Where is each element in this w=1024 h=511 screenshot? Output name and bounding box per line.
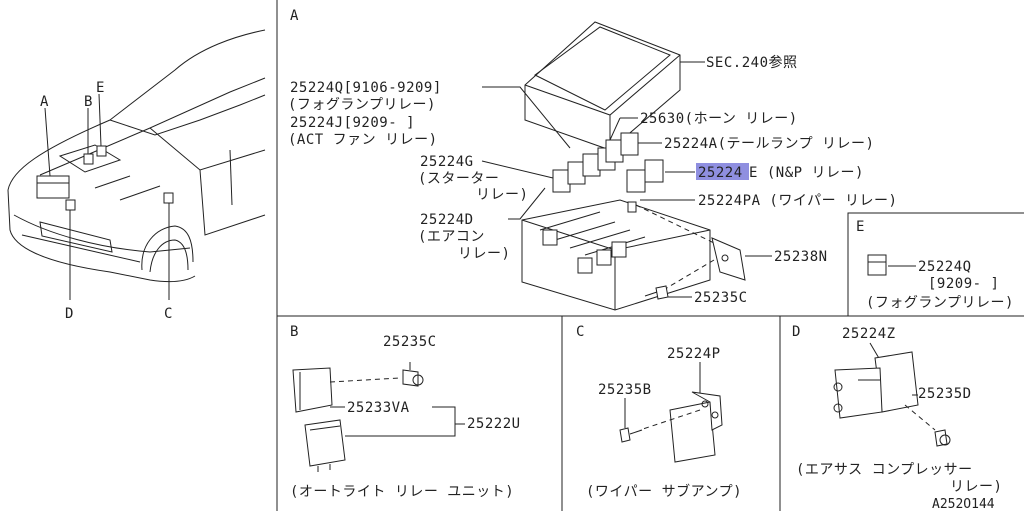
caption-air-suspension-relay-2: リレー)	[950, 479, 1002, 495]
callout-e: E	[96, 80, 105, 96]
panel-b-title: B	[290, 324, 299, 340]
relay-cluster	[542, 132, 664, 274]
label-25224z: 25224Z	[842, 326, 896, 342]
label-25238n: 25238N	[774, 249, 828, 265]
bracket-25238n	[711, 237, 746, 281]
callout-d: D	[65, 306, 74, 322]
panel-a: A SEC.240参照	[288, 8, 897, 311]
relay-25224q	[867, 254, 887, 276]
car-callouts: A B E D C	[40, 80, 173, 322]
screw-25235c	[644, 285, 692, 300]
label-25224d-name1: (エアコン	[418, 229, 485, 245]
label-25224e-number: 25224	[698, 165, 743, 181]
label-25235c-b: 25235C	[383, 334, 437, 350]
highlight-25224e	[696, 163, 749, 180]
label-25235b: 25235B	[598, 382, 652, 398]
bracket-25233va	[292, 367, 333, 413]
panel-borders	[276, 0, 1024, 511]
label-25222u: 25222U	[467, 416, 521, 432]
panel-c: C 25224P 25235B (ワイパー サブアンプ)	[576, 324, 742, 500]
callout-a: A	[40, 94, 49, 110]
label-25224g: 25224G	[420, 154, 474, 170]
label-25224g-name2: リレー)	[476, 187, 528, 203]
label-25224j: 25224J[9209- ]	[290, 115, 415, 131]
label-25224d-name2: リレー)	[458, 246, 510, 262]
label-25224g-name1: (スターター	[418, 171, 499, 187]
label-25224pa: 25224PA (ワイパー リレー)	[698, 193, 897, 209]
label-25235c-a: 25235C	[694, 290, 748, 306]
panel-d: D 25224Z 25235D (エアサス コンプレッサー リレー) A252O…	[792, 324, 1002, 511]
panel-d-title: D	[792, 324, 801, 340]
label-25224q-e-date: [9209- ]	[928, 276, 999, 292]
label-25224j-name: (ACT ファン リレー)	[288, 132, 438, 148]
label-25630: 25630(ホーン リレー)	[640, 111, 798, 127]
label-25224p: 25224P	[667, 346, 721, 362]
screw-25235b	[619, 427, 631, 443]
caption-wiper-sub-amp: (ワイパー サブアンプ)	[586, 483, 742, 500]
label-25224q-e-name: (フォグランプリレー)	[866, 295, 1014, 311]
drawing-id: A252O144	[932, 497, 995, 511]
caption-auto-light-relay: (オートライト リレー ユニット)	[290, 484, 514, 500]
label-25224d: 25224D	[420, 212, 474, 228]
fuse-box-cover	[524, 21, 681, 151]
panel-a-title: A	[290, 8, 299, 24]
callout-b: B	[84, 94, 93, 110]
label-25224q-name: (フォグランプリレー)	[288, 97, 436, 113]
panel-e: E 25224Q [9209- ] (フォグランプリレー)	[856, 219, 1014, 311]
auto-light-relay-unit	[304, 419, 346, 467]
label-25224a: 25224A(テールランプ リレー)	[664, 136, 874, 152]
callout-c: C	[164, 306, 173, 322]
label-25233va: 25233VA	[347, 400, 410, 416]
label-25235d: 25235D	[918, 386, 972, 402]
label-25224e-name: E (N&P リレー)	[749, 165, 864, 181]
caption-air-suspension-relay-1: (エアサス コンプレッサー	[796, 462, 973, 478]
label-25224q-e: 25224Q	[918, 259, 972, 275]
label-sec-240: SEC.240参照	[706, 54, 798, 71]
panel-c-title: C	[576, 324, 585, 340]
label-25224q: 25224Q[9106-9209]	[290, 80, 442, 96]
car-illustration	[7, 29, 266, 300]
wiper-sub-amp	[669, 401, 716, 463]
panel-e-title: E	[856, 219, 865, 235]
screw-25235c-b	[402, 369, 419, 387]
screw-25235d	[934, 429, 948, 447]
panel-b: B 25235C 25233VA 25222U (オートライト リレー ユニット…	[290, 324, 521, 500]
